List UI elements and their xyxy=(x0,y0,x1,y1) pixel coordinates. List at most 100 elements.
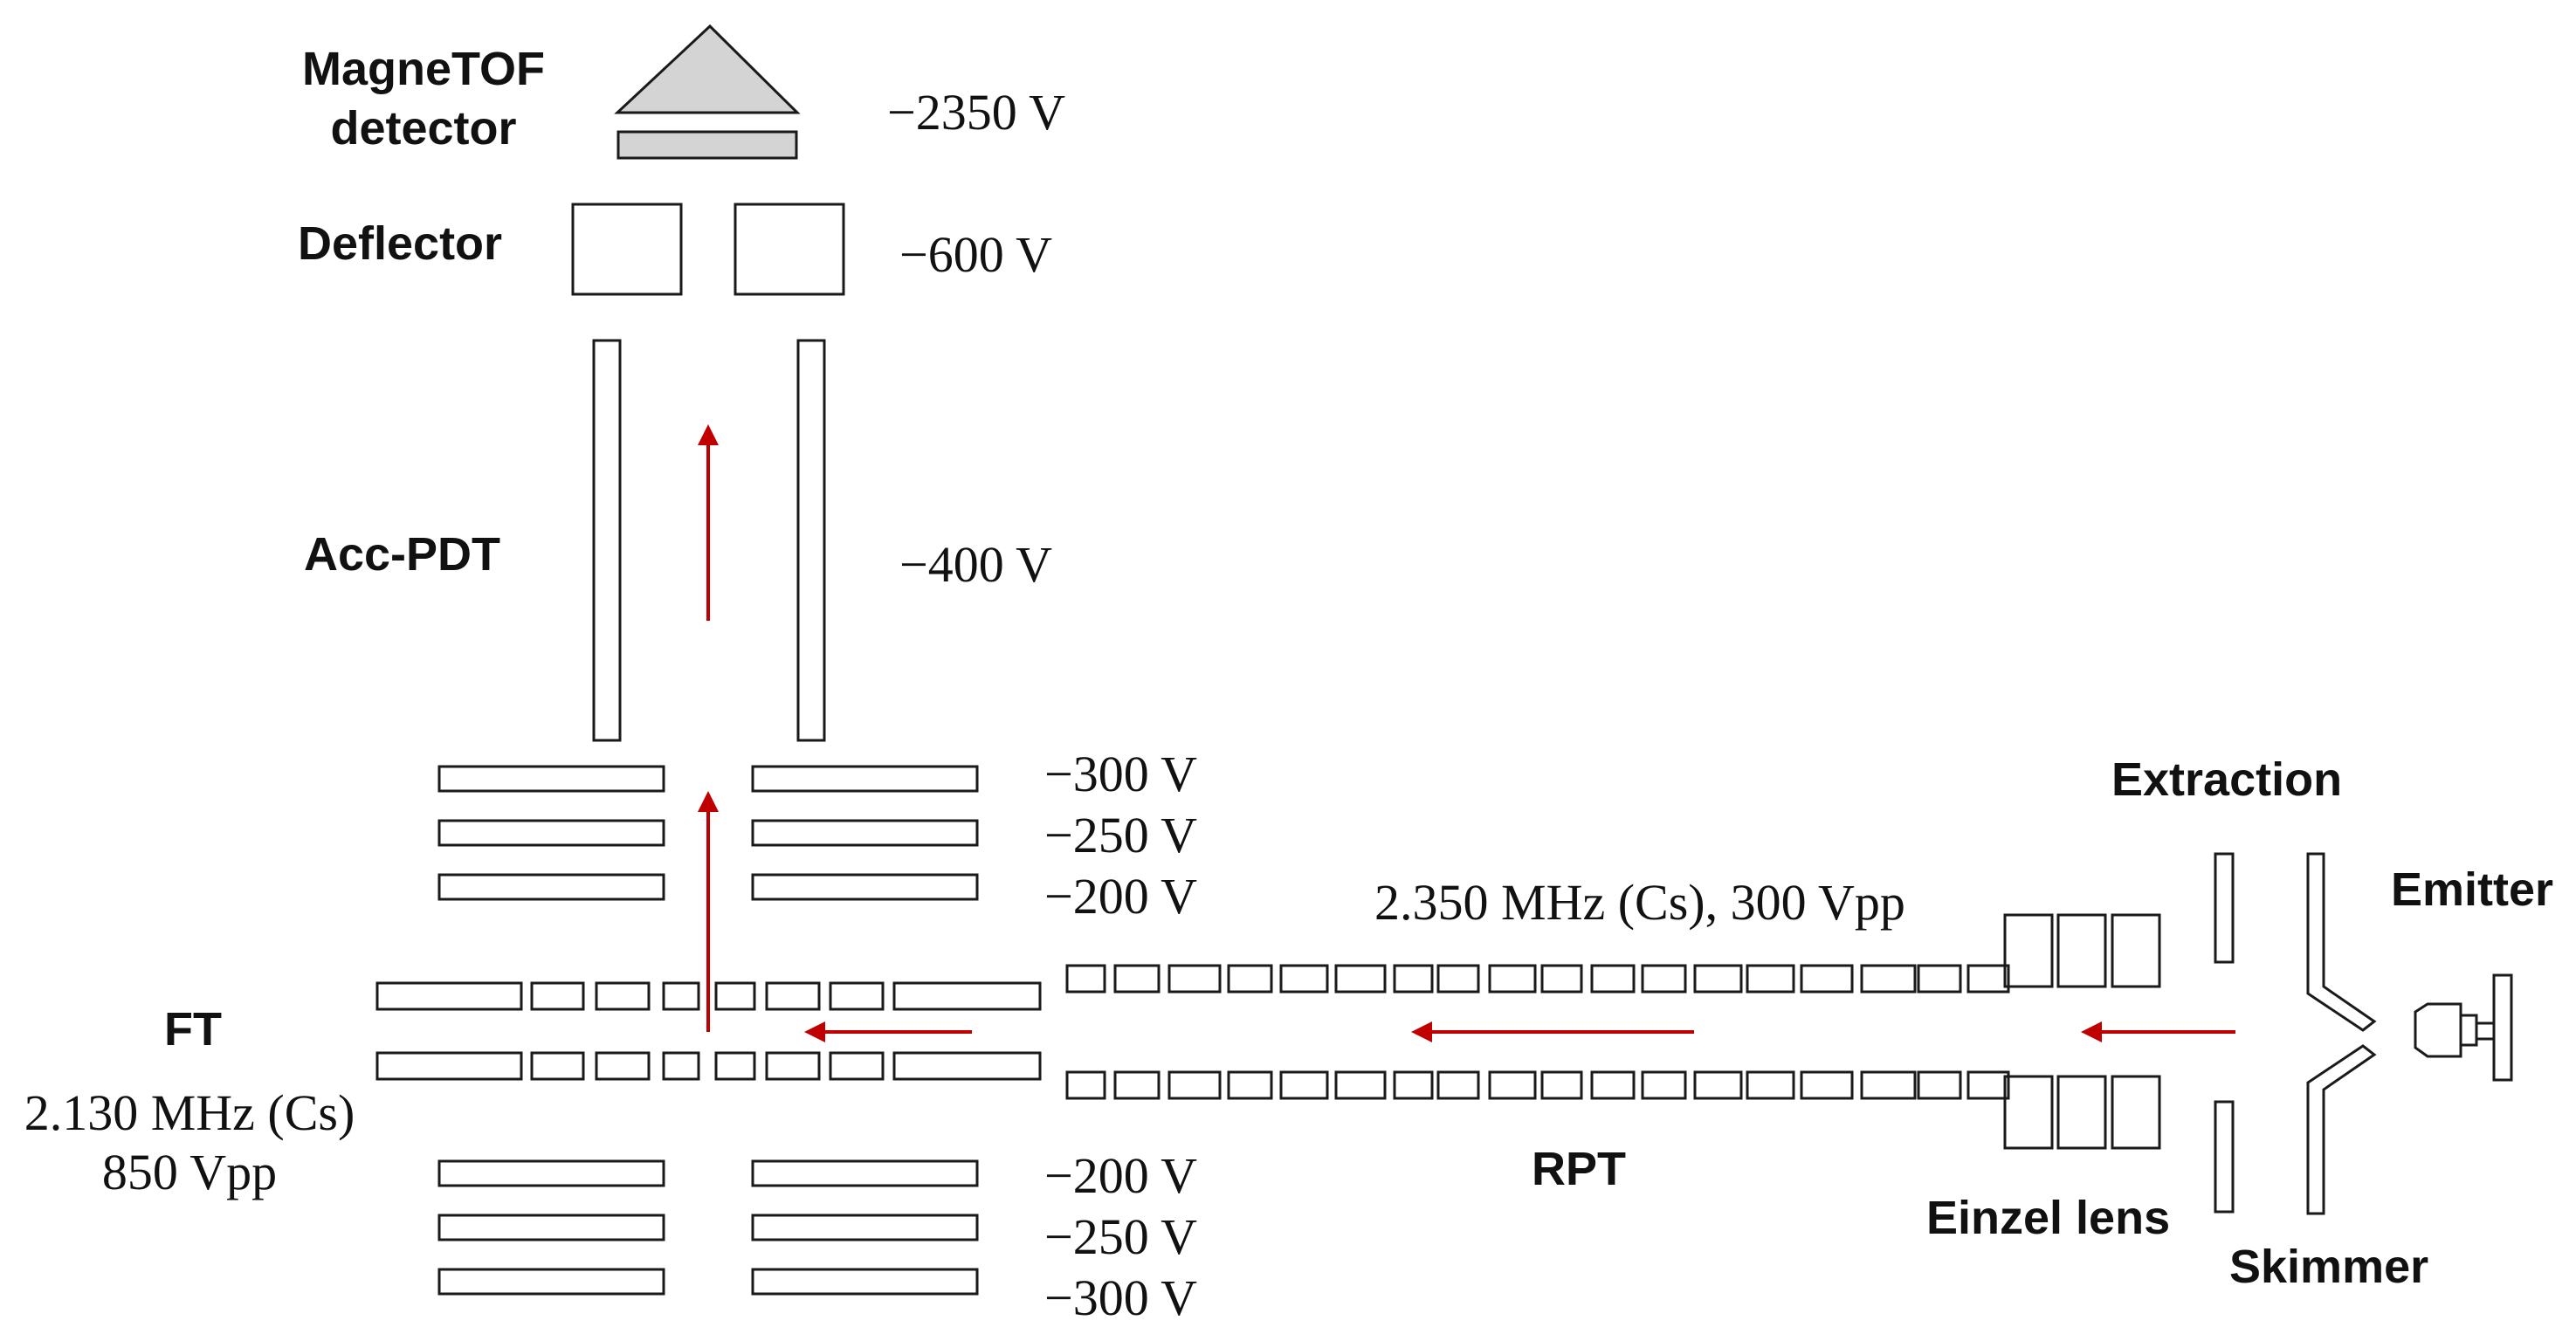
upper-electrode-left xyxy=(437,819,665,847)
ft-electrode-segment xyxy=(662,1051,700,1081)
rpt-electrode-segment xyxy=(1966,1070,2010,1100)
emitter-head xyxy=(2414,1002,2462,1058)
detector-triangle xyxy=(614,24,801,114)
rpt-electrode-segment xyxy=(1436,964,1480,994)
acc-pdt-electrode-left xyxy=(592,339,622,742)
deflector-label: Deflector xyxy=(298,217,503,270)
emitter-label: Emitter xyxy=(2391,863,2554,916)
rpt-electrode-segment xyxy=(1746,1070,1795,1100)
upper-electrode-right xyxy=(751,819,979,847)
rpt-electrode-segment xyxy=(1065,1070,1106,1100)
ft-vpp: 850 Vpp xyxy=(101,1144,278,1200)
ft-electrode-segment xyxy=(530,1051,585,1081)
lower-electrode-left xyxy=(437,1159,665,1187)
rpt-electrode-segment xyxy=(1540,964,1583,994)
rpt-electrode-segment xyxy=(1540,1070,1583,1100)
rpt-electrode-segment xyxy=(1227,964,1273,994)
upper-electrode-right xyxy=(751,873,979,901)
skimmer-electrode-lower xyxy=(2306,1044,2377,1215)
rpt-electrode-segment xyxy=(1693,1070,1743,1100)
upper-electrode-left xyxy=(437,873,665,901)
upper-electrode-voltage: −300 V xyxy=(1044,746,1198,802)
acc-pdt-electrode-right xyxy=(796,339,826,742)
ft-electrode-segment xyxy=(892,981,1042,1011)
rpt-electrode-segment xyxy=(1393,964,1434,994)
einzel-lens-electrode xyxy=(2056,1075,2107,1150)
extraction-electrode-lower xyxy=(2214,1100,2235,1214)
emitter-plate xyxy=(2492,973,2513,1082)
ft-electrode-segment xyxy=(662,981,700,1011)
rpt-label: RPT xyxy=(1532,1143,1626,1195)
ft-electrode-segment xyxy=(595,981,651,1011)
rpt-electrode-segment xyxy=(1227,1070,1273,1100)
rpt-electrode-segment xyxy=(1800,1070,1854,1100)
rpt-electrode-segment xyxy=(1590,1070,1636,1100)
emitter-connector xyxy=(2475,1021,2496,1041)
extraction-label: Extraction xyxy=(2111,753,2343,806)
einzel-lens-electrode xyxy=(2003,913,2054,988)
rpt-electrode-segment xyxy=(1488,964,1537,994)
rpt-electrode-segment xyxy=(1334,964,1387,994)
detector-voltage: −2350 V xyxy=(887,84,1066,141)
ft-electrode-segment xyxy=(714,1051,756,1081)
ft-electrode-segment xyxy=(375,981,523,1011)
ft-electrode-segment xyxy=(530,981,585,1011)
einzel-lens-electrode xyxy=(2056,913,2107,988)
ft-electrode-segment xyxy=(595,1051,651,1081)
rpt-electrode-segment xyxy=(1641,964,1687,994)
rpt-electrode-segment xyxy=(1279,964,1329,994)
detector-plate xyxy=(616,130,798,160)
ft-electrode-segment xyxy=(765,1051,821,1081)
rpt-frequency: 2.350 MHz (Cs), 300 Vpp xyxy=(1374,874,1905,931)
lower-electrode-right xyxy=(751,1268,979,1296)
rpt-electrode-segment xyxy=(1167,1070,1222,1100)
upper-electrode-voltage: −250 V xyxy=(1044,807,1198,863)
ft-electrode-segment xyxy=(892,1051,1042,1081)
lower-electrode-left xyxy=(437,1268,665,1296)
rpt-electrode-segment xyxy=(1113,1070,1161,1100)
rpt-electrode-segment xyxy=(1590,964,1636,994)
deflector-plate-left xyxy=(571,203,683,296)
rpt-electrode-segment xyxy=(1746,964,1795,994)
magnetof-label-line2: detector xyxy=(330,102,517,155)
lower-electrode-voltage: −300 V xyxy=(1044,1269,1198,1326)
ft-label: FT xyxy=(164,1003,222,1056)
extraction-electrode-upper xyxy=(2214,852,2235,964)
emitter-neck xyxy=(2459,1014,2478,1047)
einzel-lens-electrode xyxy=(2003,1075,2054,1150)
rpt-electrode-segment xyxy=(1065,964,1106,994)
ft-frequency: 2.130 MHz (Cs) xyxy=(24,1084,355,1141)
lower-electrode-right xyxy=(751,1214,979,1241)
ft-electrode-segment xyxy=(765,981,821,1011)
rpt-electrode-segment xyxy=(1917,1070,1962,1100)
rpt-electrode-segment xyxy=(1800,964,1854,994)
rpt-electrode-segment xyxy=(1860,1070,1917,1100)
ft-electrode-segment xyxy=(375,1051,523,1081)
rpt-electrode-segment xyxy=(1966,964,2010,994)
skimmer-electrode-upper xyxy=(2306,852,2377,1032)
lower-electrode-voltage: −250 V xyxy=(1044,1208,1198,1265)
rpt-electrode-segment xyxy=(1641,1070,1687,1100)
ft-electrode-segment xyxy=(714,981,756,1011)
rpt-electrode-segment xyxy=(1167,964,1222,994)
rpt-electrode-segment xyxy=(1488,1070,1537,1100)
deflector-plate-right xyxy=(734,203,845,296)
rpt-electrode-segment xyxy=(1113,964,1161,994)
rpt-electrode-segment xyxy=(1693,964,1743,994)
einzel-lens-electrode xyxy=(2111,913,2161,988)
rpt-electrode-segment xyxy=(1436,1070,1480,1100)
upper-electrode-left xyxy=(437,765,665,793)
lower-electrode-voltage: −200 V xyxy=(1044,1147,1198,1204)
magnetof-label: MagneTOF detector xyxy=(293,45,554,152)
ft-electrode-segment xyxy=(829,1051,885,1081)
rpt-electrode-segment xyxy=(1393,1070,1434,1100)
upper-electrode-voltage: −200 V xyxy=(1044,868,1198,925)
deflector-voltage: −600 V xyxy=(899,226,1053,283)
lower-electrode-right xyxy=(751,1159,979,1187)
upper-electrode-right xyxy=(751,765,979,793)
rpt-electrode-segment xyxy=(1860,964,1917,994)
rpt-electrode-segment xyxy=(1334,1070,1387,1100)
acc-pdt-label: Acc-PDT xyxy=(304,528,501,581)
